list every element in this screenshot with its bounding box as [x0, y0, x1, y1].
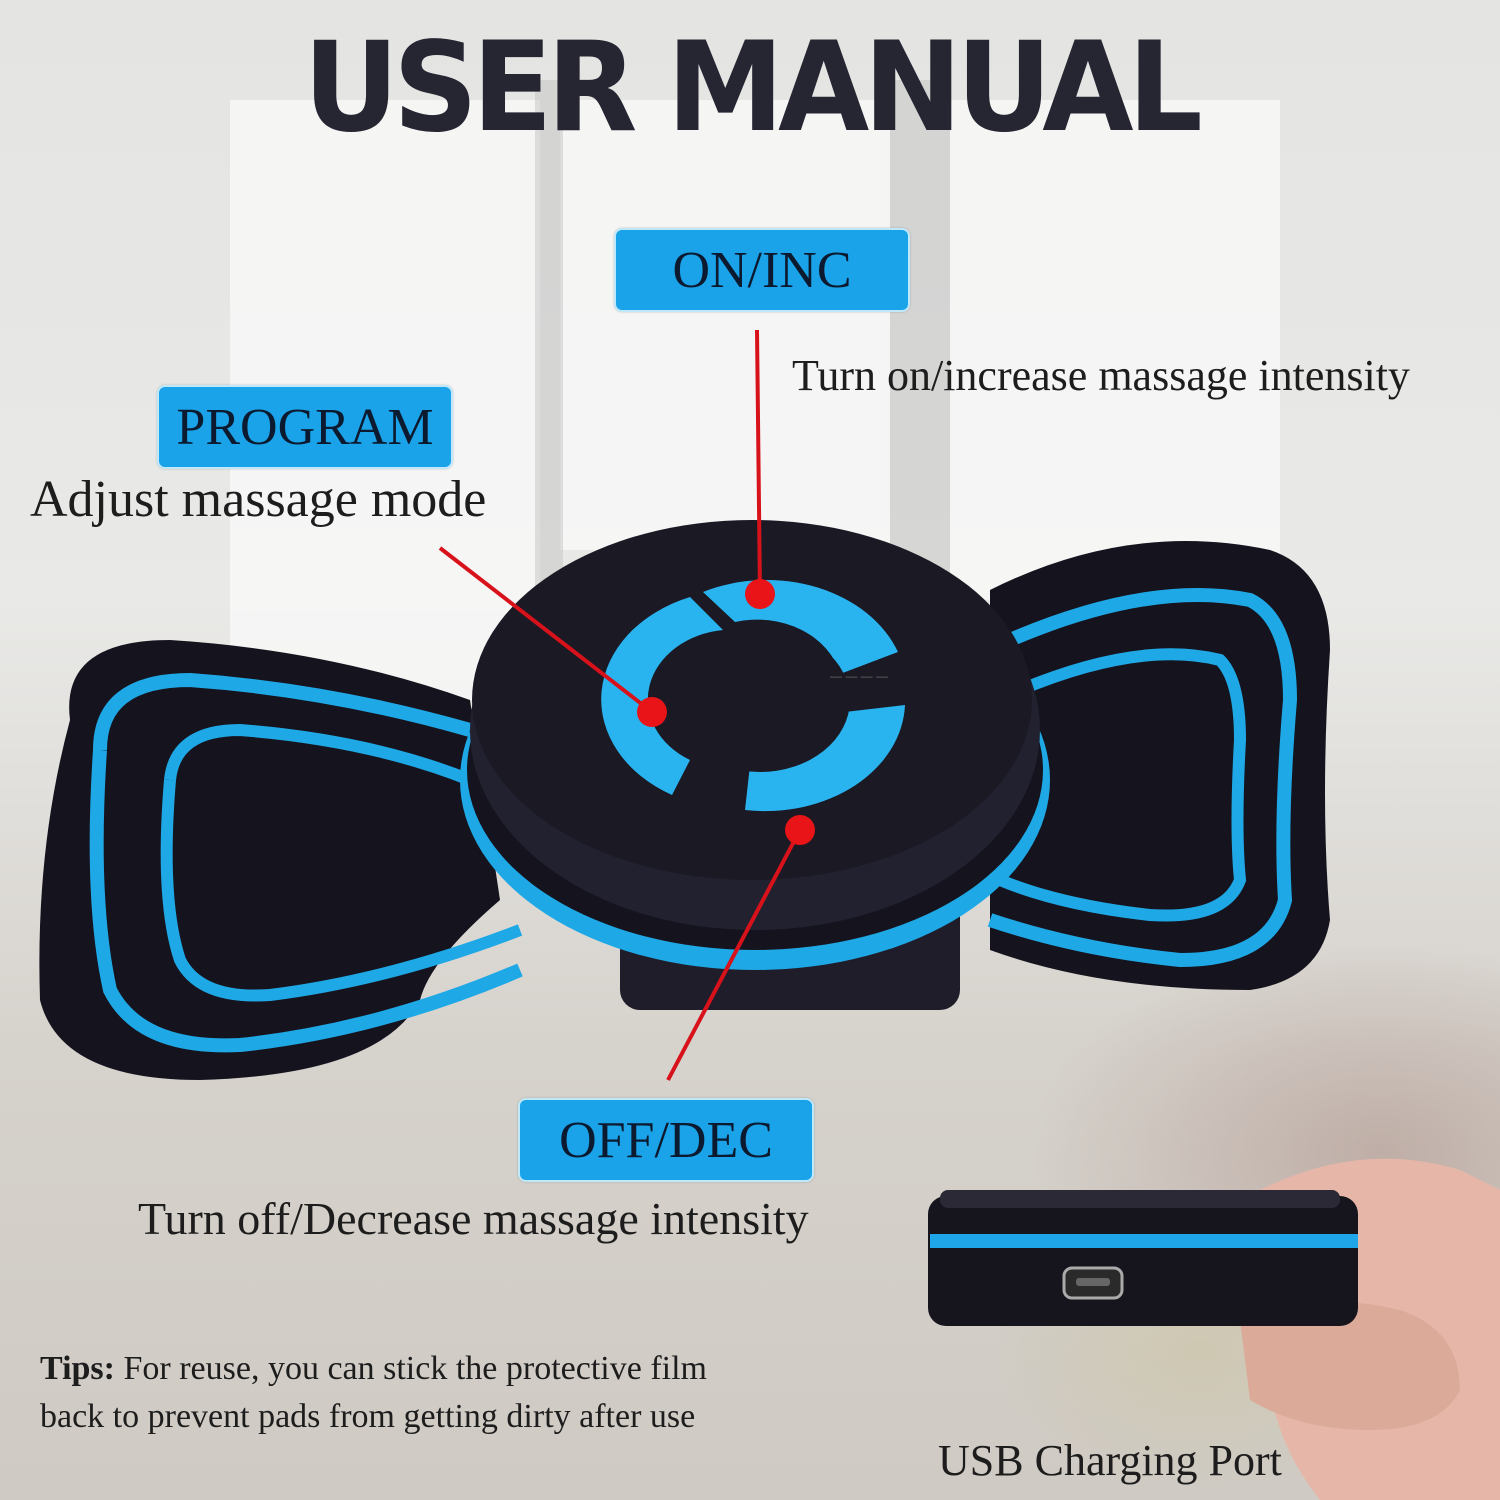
off-dec-badge: OFF/DEC	[518, 1098, 814, 1182]
svg-text:— — — —: — — — —	[830, 669, 888, 683]
program-badge: PROGRAM	[157, 385, 453, 469]
tips-label: Tips:	[40, 1350, 115, 1387]
off-dec-description: Turn off/Decrease massage intensity	[138, 1193, 809, 1244]
tips-line-2: back to prevent pads from getting dirty …	[40, 1398, 696, 1435]
on-inc-badge: ON/INC	[614, 228, 910, 312]
window-pane	[560, 100, 890, 550]
page-title: USER MANUAL	[303, 14, 1203, 160]
tips-block: Tips: For reuse, you can stick the prote…	[40, 1345, 707, 1441]
tips-line-1: Tips: For reuse, you can stick the prote…	[40, 1345, 707, 1393]
program-description: Adjust massage mode	[30, 471, 487, 528]
device-side-view-photo	[928, 1158, 1500, 1500]
tips-text-1: For reuse, you can stick the protective …	[123, 1350, 707, 1387]
usb-port-label: USB Charging Port	[938, 1436, 1282, 1485]
window-pane	[950, 100, 1280, 600]
program-label: PROGRAM	[176, 398, 434, 456]
on-inc-description: Turn on/increase massage intensity	[792, 351, 1410, 400]
off-dec-label: OFF/DEC	[559, 1111, 773, 1169]
on-inc-label: ON/INC	[672, 241, 852, 299]
